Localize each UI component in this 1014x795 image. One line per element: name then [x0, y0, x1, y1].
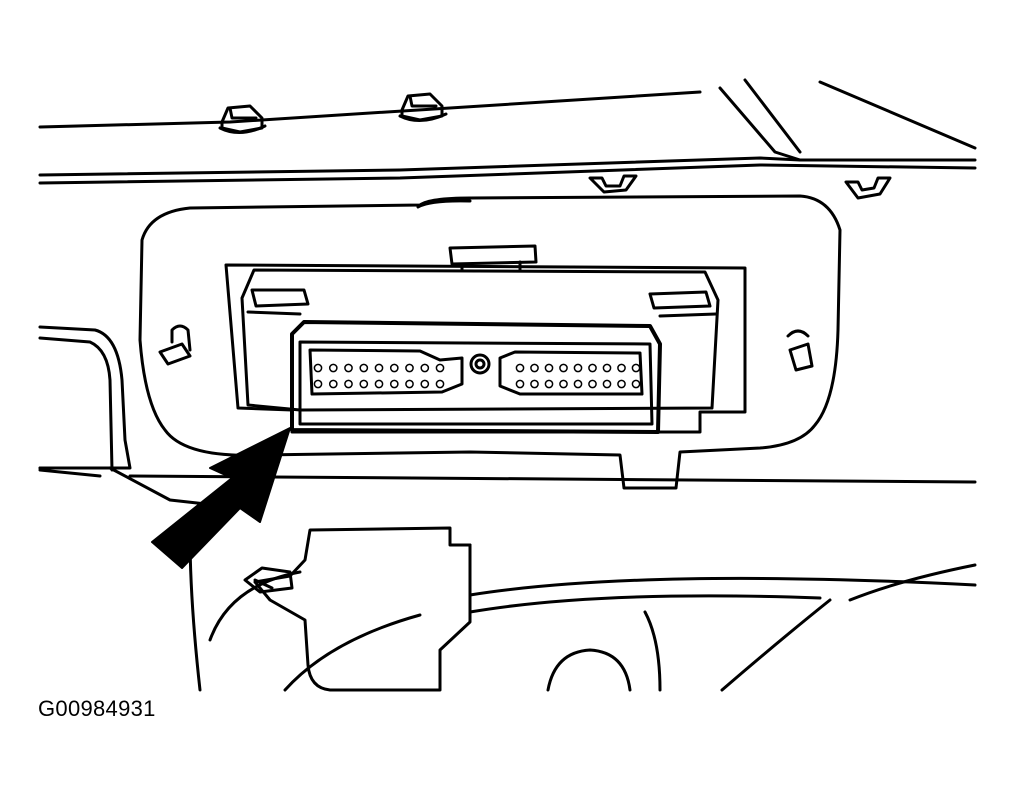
connector-pin: [405, 379, 414, 389]
bolt-left: [218, 104, 267, 134]
upper-panel: [38, 78, 977, 185]
connector-pin: [374, 363, 384, 373]
connector-pin: [405, 363, 414, 373]
connector-pin: [602, 379, 612, 389]
connector-pin: [617, 379, 626, 389]
bolt-right: [398, 92, 448, 122]
connector-pin: [313, 363, 323, 373]
control-module-housing: [224, 244, 747, 434]
connector-pin: [420, 363, 430, 373]
connector-pin: [328, 379, 338, 389]
connector-pin: [515, 363, 525, 373]
connector-pin: [559, 363, 568, 373]
connector-pin: [328, 363, 338, 373]
stud-left: [158, 324, 192, 366]
connector-pin: [344, 379, 353, 389]
mounting-recess: [138, 194, 842, 490]
connector-pin: [544, 363, 554, 373]
connector-pin: [530, 363, 539, 373]
connector-pin: [344, 363, 353, 373]
connector-pins: [313, 363, 641, 389]
connector-pin: [435, 379, 445, 389]
connector-pin: [374, 379, 384, 389]
connector-pin: [359, 363, 369, 373]
connector-pin: [313, 379, 323, 389]
figure-code: G00984931: [38, 696, 156, 721]
clip-right: [844, 176, 892, 200]
connector-pin: [588, 363, 597, 373]
harness-connector: [290, 320, 662, 434]
connector-pin: [602, 363, 612, 373]
connector-pin: [359, 379, 369, 389]
stud-right: [786, 329, 814, 372]
connector-pin: [631, 379, 641, 389]
connector-pin: [515, 379, 525, 389]
connector-pin: [573, 363, 583, 373]
connector-pin: [530, 379, 539, 389]
connector-pin: [544, 379, 554, 389]
connector-pin: [559, 379, 568, 389]
connector-pin: [389, 363, 399, 373]
connector-pin: [573, 379, 583, 389]
lower-structure: [38, 325, 977, 692]
connector-pin: [631, 363, 641, 373]
connector-pin: [420, 379, 430, 389]
connector-pin: [389, 379, 399, 389]
clip-center: [588, 174, 638, 194]
connector-pin: [617, 363, 626, 373]
indicator-arrow: [151, 427, 291, 569]
connector-pin: [435, 363, 445, 373]
connector-pin: [588, 379, 597, 389]
